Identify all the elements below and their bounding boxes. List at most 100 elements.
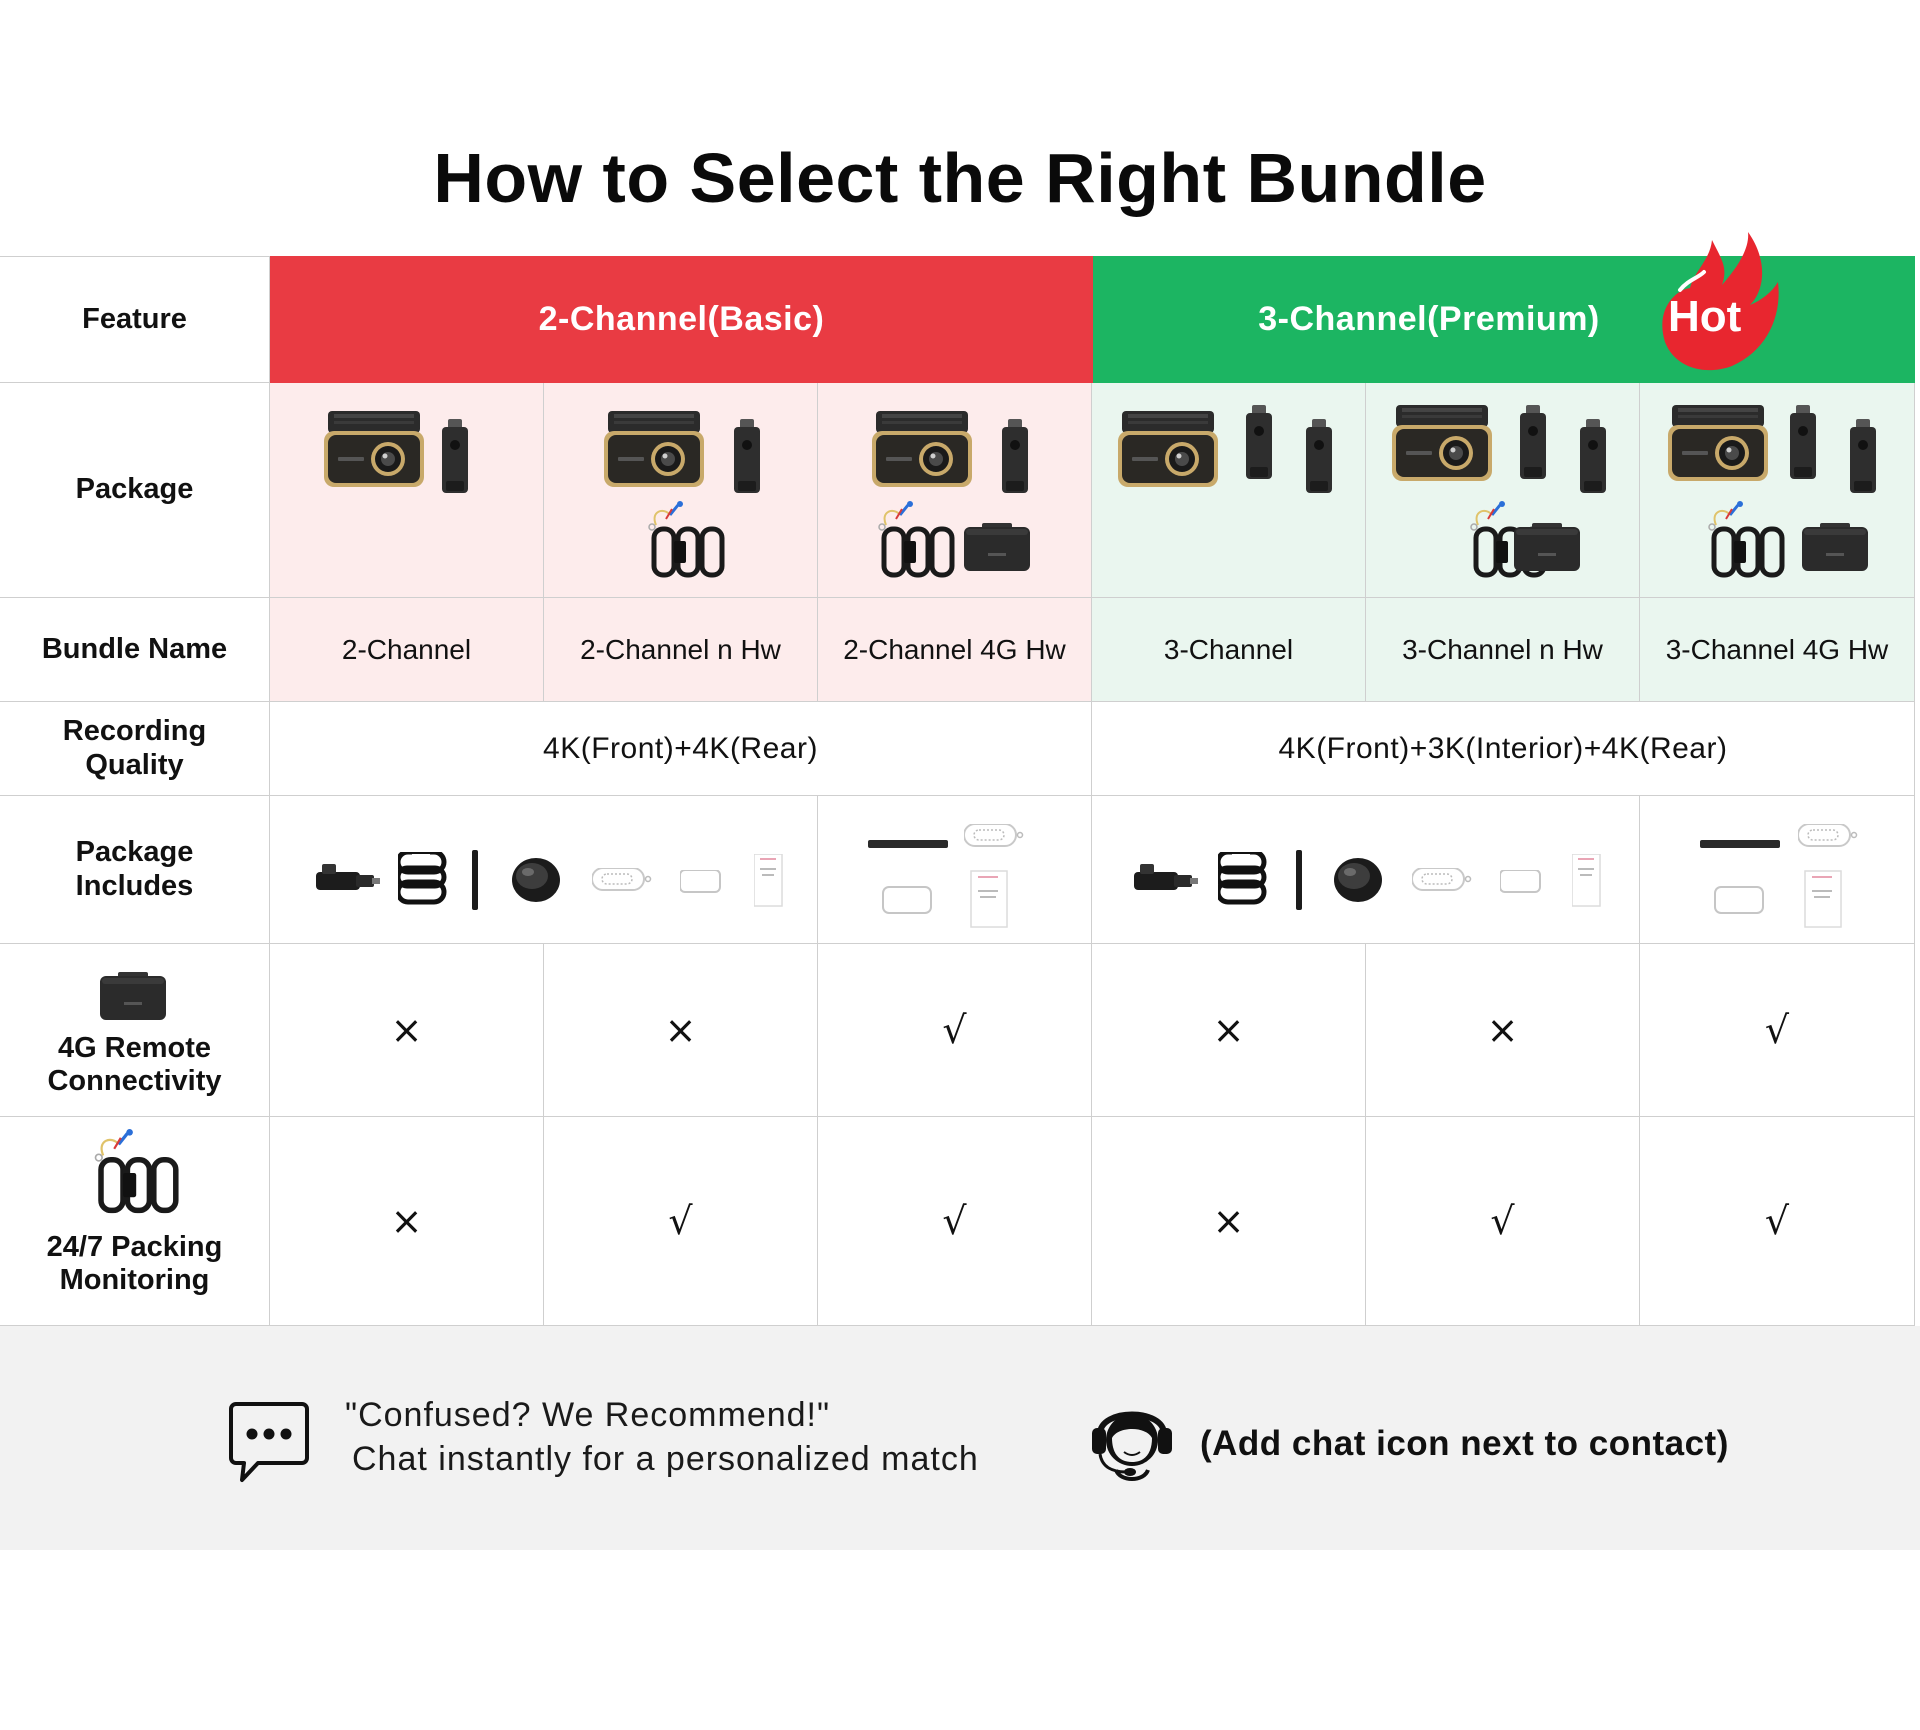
pry-tool-icon	[1296, 850, 1302, 910]
sticker-icon	[1412, 868, 1472, 891]
4g-module-icon	[1514, 523, 1580, 571]
pad-icon	[1714, 886, 1764, 914]
interior-camera-icon	[1790, 405, 1816, 479]
includes-4g-cell	[818, 796, 1092, 944]
cross-mark: ×	[390, 1199, 423, 1243]
parking-label-line1: 24/7 Packing	[46, 1231, 223, 1263]
4g-module-icon	[99, 972, 166, 1020]
user-manual-icon	[1572, 854, 1601, 907]
package-cell-3ch	[1092, 383, 1366, 598]
contact-link[interactable]: (Add chat icon next to contact)	[1200, 1424, 1729, 1463]
check-mark: √	[668, 1199, 693, 1243]
package-row-label-cell: Package	[0, 383, 270, 598]
includes-4g-premium-cell	[1640, 796, 1915, 944]
interior-camera-icon	[1246, 405, 1272, 479]
cross-mark: ×	[1212, 1199, 1245, 1243]
parking-cell: ×	[1092, 1117, 1366, 1326]
hot-badge: Hot	[1668, 292, 1742, 341]
4g-module-icon	[1802, 523, 1868, 571]
check-mark: √	[1764, 1199, 1790, 1243]
package-row-label: Package	[75, 473, 194, 506]
bundle-name: 3-Channel n Hw	[1402, 633, 1603, 665]
package-cell-2ch-4g	[818, 383, 1092, 598]
bundle-name-cell: 3-Channel	[1092, 598, 1366, 702]
cross-mark: ×	[1212, 1008, 1245, 1052]
pad-icon	[680, 870, 721, 893]
4g-module-icon	[964, 523, 1030, 571]
pad-icon	[1500, 870, 1541, 893]
bundle-name: 2-Channel n Hw	[580, 633, 781, 665]
dashcam-icon	[872, 411, 972, 487]
cable-icon	[398, 852, 450, 906]
hardwire-kit-icon	[644, 501, 734, 583]
rear-camera-icon	[1850, 419, 1876, 493]
basic-group-label: 2-Channel(Basic)	[538, 300, 825, 338]
bundle-name-cell: 3-Channel 4G Hw	[1640, 598, 1915, 702]
rear-camera-icon	[734, 419, 760, 493]
chat-prompt-subtitle: Chat instantly for a personalized match	[352, 1440, 979, 1478]
rear-camera-icon	[1580, 419, 1606, 493]
dashcam-icon	[1668, 405, 1768, 481]
parking-cell: √	[1366, 1117, 1640, 1326]
recording-quality-label-line2: Quality	[85, 748, 184, 781]
remote-row-label-cell: 4G Remote Connectivity	[0, 944, 270, 1117]
user-manual-icon	[970, 870, 1008, 928]
parking-label-line2: Monitoring	[59, 1264, 210, 1297]
package-cell-2ch-hw	[544, 383, 818, 598]
chat-bubble-icon[interactable]	[228, 1400, 312, 1484]
quality-premium-cell: 4K(Front)+3K(Interior)+4K(Rear)	[1092, 702, 1915, 796]
car-charger-icon	[1134, 864, 1198, 890]
sticker-icon	[1798, 824, 1858, 847]
quality-premium: 4K(Front)+3K(Interior)+4K(Rear)	[1278, 731, 1728, 765]
rear-camera-icon	[442, 419, 468, 493]
hardwire-kit-icon	[874, 501, 964, 583]
remote-cell: ×	[270, 944, 544, 1117]
parking-cell: ×	[270, 1117, 544, 1326]
cross-mark: ×	[664, 1008, 697, 1052]
parking-cell: √	[1640, 1117, 1915, 1326]
bundle-name-cell: 2-Channel	[270, 598, 544, 702]
feature-header-cell: Feature	[0, 256, 270, 383]
footer-banner	[0, 1326, 1920, 1550]
parking-cell: √	[818, 1117, 1092, 1326]
premium-group-label: 3-Channel(Premium)	[1258, 300, 1600, 338]
car-charger-icon	[316, 864, 380, 890]
user-manual-icon	[1804, 870, 1842, 928]
bundle-name-cell: 3-Channel n Hw	[1366, 598, 1640, 702]
check-mark: √	[1764, 1008, 1790, 1052]
parking-row-label-cell: 24/7 Packing Monitoring	[0, 1117, 270, 1326]
remote-label-line2: Connectivity	[47, 1065, 222, 1098]
recording-quality-row-label-cell: Recording Quality	[0, 702, 270, 796]
sticker-icon	[964, 824, 1024, 847]
mount-disc-icon	[512, 858, 560, 902]
package-includes-row-label-cell: Package Includes	[0, 796, 270, 944]
package-cell-2ch	[270, 383, 544, 598]
rear-camera-icon	[1002, 419, 1028, 493]
check-mark: √	[942, 1199, 967, 1243]
remote-cell: √	[818, 944, 1092, 1117]
includes-basic-cell	[270, 796, 818, 944]
premium-group-header: 3-Channel(Premium)	[1093, 256, 1915, 383]
headset-agent-icon[interactable]	[1090, 1390, 1174, 1486]
package-cell-3ch-4g	[1640, 383, 1915, 598]
feature-header-label: Feature	[82, 302, 187, 335]
bundle-name-row-label-cell: Bundle Name	[0, 598, 270, 702]
package-includes-label-line2: Includes	[75, 869, 194, 902]
bundle-name-cell: 2-Channel 4G Hw	[818, 598, 1092, 702]
parking-cell: √	[544, 1117, 818, 1326]
cross-mark: ×	[1486, 1008, 1519, 1052]
cross-mark: ×	[390, 1008, 423, 1052]
user-manual-icon	[754, 854, 783, 907]
pad-icon	[882, 886, 932, 914]
check-mark: √	[942, 1008, 967, 1052]
bundle-name: 2-Channel 4G Hw	[843, 633, 1066, 665]
basic-group-header: 2-Channel(Basic)	[270, 256, 1093, 383]
remote-cell: ×	[1366, 944, 1640, 1117]
pry-tool-icon	[868, 840, 948, 848]
remote-label-line1: 4G Remote	[57, 1032, 212, 1064]
pry-tool-icon	[1700, 840, 1780, 848]
mount-disc-icon	[1334, 858, 1382, 902]
quality-basic: 4K(Front)+4K(Rear)	[543, 731, 818, 765]
sticker-icon	[592, 868, 652, 891]
bundle-name-cell: 2-Channel n Hw	[544, 598, 818, 702]
